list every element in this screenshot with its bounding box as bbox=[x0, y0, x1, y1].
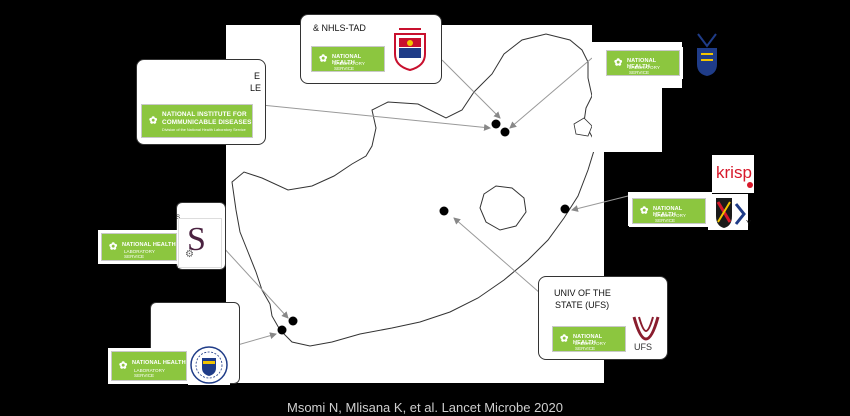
nhls-badge: ✿ NATIONAL HEALTH LABORATORY SERVICE bbox=[111, 351, 187, 381]
ufs-wordmark: UFS bbox=[634, 342, 652, 352]
stellenbosch-letter: S bbox=[187, 221, 206, 258]
site-dot bbox=[500, 127, 510, 137]
ufs-label-line2: STATE (UFS) bbox=[555, 300, 610, 310]
nhls-badge: ✿ NATIONAL HEALTH LABORATORY SERVICE bbox=[606, 50, 680, 76]
stellenbosch-logo-icon: S ⚙ bbox=[178, 218, 222, 268]
nhls-badge: ✿ NATIONAL HEALTH LABORATORY SERVICE bbox=[101, 233, 177, 261]
nhls-mark-icon: ✿ bbox=[109, 241, 118, 253]
nhls-mark-icon: ✿ bbox=[119, 360, 128, 372]
nicd-partial-label-1: E bbox=[254, 71, 261, 81]
krisp-wordmark: krisp bbox=[716, 163, 752, 182]
arrow-ufs bbox=[453, 217, 549, 301]
nhls-badge: ✿ NATIONAL HEALTH LABORATORY SERVICE bbox=[552, 326, 626, 352]
citation-text: Msomi N, Mlisana K, et al. Lancet Microb… bbox=[286, 400, 563, 415]
map-panel-notch bbox=[592, 88, 662, 152]
ufs-label-line1: UNIV OF THE bbox=[554, 288, 611, 298]
lesotho-outline bbox=[479, 185, 527, 231]
university-of-pretoria-crest-icon bbox=[389, 26, 431, 72]
site-dot bbox=[277, 325, 287, 335]
site-dot bbox=[560, 204, 570, 214]
nicd-badge: ✿ NATIONAL INSTITUTE FOR COMMUNICABLE DI… bbox=[141, 104, 253, 138]
site-dot bbox=[288, 316, 298, 326]
ukzn-crest-icon bbox=[708, 194, 748, 230]
ukzn-partial-label: Y bbox=[746, 219, 752, 228]
nhls-mark-icon: ✿ bbox=[319, 53, 328, 65]
eswatini-outline bbox=[573, 117, 593, 137]
arrow-stellenbosch bbox=[221, 245, 289, 319]
nhls-badge: ✿ NATIONAL HEALTH LABORATORY SERVICE bbox=[311, 46, 385, 72]
wits-crest-icon bbox=[694, 32, 720, 78]
arrow-krisp bbox=[571, 195, 629, 212]
nhls-mark-icon: ✿ bbox=[560, 333, 569, 345]
arrow-wits bbox=[509, 57, 593, 129]
nicd-partial-label-2: LE bbox=[250, 83, 262, 93]
nicd-mark-icon: ✿ bbox=[149, 115, 158, 127]
ufs-logo-icon: UFS bbox=[626, 313, 666, 355]
arrow-nicd bbox=[251, 103, 491, 131]
nhls-mark-icon: ✿ bbox=[614, 57, 623, 69]
uct-crest-icon bbox=[188, 345, 230, 385]
site-dot bbox=[491, 119, 501, 129]
site-dot bbox=[439, 206, 449, 216]
arrow-pretoria bbox=[441, 59, 501, 119]
nhls-mark-icon: ✿ bbox=[640, 205, 649, 217]
gear-icon: ⚙ bbox=[185, 249, 194, 260]
nhls-badge: ✿ NATIONAL HEALTH LABORATORY SERVICE bbox=[632, 198, 706, 224]
arrow-uct bbox=[233, 332, 277, 347]
pretoria-label: & NHLS-TAD bbox=[313, 23, 366, 33]
krisp-logo-icon: krisp bbox=[712, 155, 754, 193]
